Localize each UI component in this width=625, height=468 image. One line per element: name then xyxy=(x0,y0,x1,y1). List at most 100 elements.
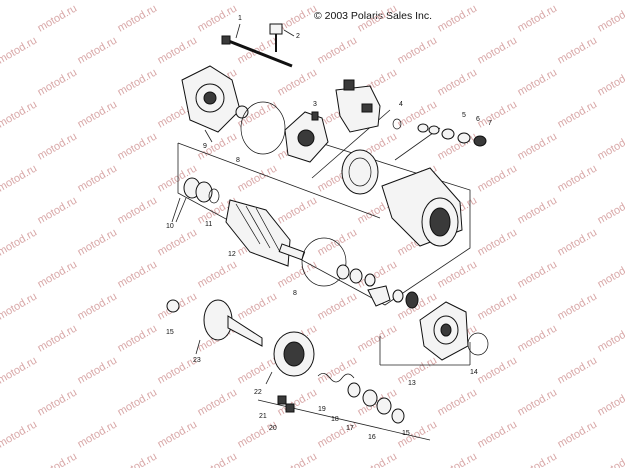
watermark-text: motod.ru xyxy=(116,450,160,468)
watermark-text: motod.ru xyxy=(476,98,520,130)
drive-end-housing xyxy=(419,301,469,361)
watermark-text: motod.ru xyxy=(436,450,480,468)
watermark-text: motod.ru xyxy=(76,290,120,322)
watermark-text: motod.ru xyxy=(36,194,80,226)
watermark-text: motod.ru xyxy=(476,162,520,194)
watermark-text: motod.ru xyxy=(596,130,625,162)
callout-16: 16 xyxy=(368,434,376,441)
watermark-text: motod.ru xyxy=(196,258,240,290)
o-ring-upper xyxy=(240,101,286,155)
watermark-text: motod.ru xyxy=(0,354,39,386)
watermark-text: motod.ru xyxy=(36,386,80,418)
watermark-text: motod.ru xyxy=(76,354,120,386)
watermark-text: motod.ru xyxy=(0,290,39,322)
callout-1: 1 xyxy=(238,15,242,22)
watermark-text: motod.ru xyxy=(556,290,600,322)
watermark-text: motod.ru xyxy=(556,34,600,66)
watermark-text: motod.ru xyxy=(0,418,39,450)
watermark-text: motod.ru xyxy=(196,450,240,468)
brush-holder xyxy=(335,79,381,133)
callout-9: 9 xyxy=(203,143,207,150)
watermark-text: motod.ru xyxy=(316,34,360,66)
washer-row xyxy=(336,264,419,309)
watermark-text: motod.ru xyxy=(316,418,360,450)
callout-8-upper: 8 xyxy=(236,157,240,164)
watermark-text: motod.ru xyxy=(116,194,160,226)
watermark-text: motod.ru xyxy=(436,386,480,418)
armature xyxy=(225,199,306,267)
callout-11: 11 xyxy=(205,221,212,228)
watermark-text: motod.ru xyxy=(276,194,320,226)
watermark-text: motod.ru xyxy=(596,2,625,34)
watermark-text: motod.ru xyxy=(236,290,280,322)
watermark-text: motod.ru xyxy=(556,226,600,258)
motor-housing xyxy=(381,167,463,247)
housing-o-ring xyxy=(467,332,489,356)
watermark-text: motod.ru xyxy=(316,290,360,322)
small-seal xyxy=(392,118,402,130)
watermark-text: motod.ru xyxy=(436,258,480,290)
small-fasteners xyxy=(277,395,295,413)
watermark-text: motod.ru xyxy=(76,226,120,258)
callout-5: 5 xyxy=(462,112,466,119)
watermark-text: motod.ru xyxy=(596,258,625,290)
callout-10: 10 xyxy=(166,223,174,230)
watermark-text: motod.ru xyxy=(556,0,600,3)
watermark-text: motod.ru xyxy=(196,2,240,34)
watermark-text: motod.ru xyxy=(36,130,80,162)
callout-12: 12 xyxy=(228,251,236,258)
watermark-text: motod.ru xyxy=(156,0,200,3)
watermark-text: motod.ru xyxy=(316,0,360,3)
watermark-text: motod.ru xyxy=(236,34,280,66)
watermark-text: motod.ru xyxy=(0,162,39,194)
watermark-text: motod.ru xyxy=(76,98,120,130)
watermark-text: motod.ru xyxy=(116,322,160,354)
watermark-text: motod.ru xyxy=(516,66,560,98)
callout-3: 3 xyxy=(313,101,317,108)
watermark-text: motod.ru xyxy=(36,450,80,468)
watermark-text: motod.ru xyxy=(476,354,520,386)
watermark-text: motod.ru xyxy=(476,418,520,450)
watermark-text: motod.ru xyxy=(76,418,120,450)
watermark-text: motod.ru xyxy=(36,322,80,354)
watermark-text: motod.ru xyxy=(36,2,80,34)
callout-2: 2 xyxy=(296,33,300,40)
watermark-text: motod.ru xyxy=(156,226,200,258)
callout-19: 19 xyxy=(318,406,326,413)
watermark-text: motod.ru xyxy=(196,386,240,418)
watermark-text: motod.ru xyxy=(476,290,520,322)
callout-15-upper: 15 xyxy=(166,329,174,336)
watermark-text: motod.ru xyxy=(596,194,625,226)
watermark-text: motod.ru xyxy=(76,0,120,3)
watermark-text: motod.ru xyxy=(76,162,120,194)
watermark-text: motod.ru xyxy=(236,0,280,3)
callout-21: 21 xyxy=(259,413,267,420)
watermark-text: motod.ru xyxy=(556,418,600,450)
watermark-text: motod.ru xyxy=(596,322,625,354)
callout-7: 7 xyxy=(488,120,492,127)
clutch-gear xyxy=(265,331,315,385)
watermark-text: motod.ru xyxy=(396,34,440,66)
watermark-text: motod.ru xyxy=(156,34,200,66)
watermark-text: motod.ru xyxy=(596,66,625,98)
watermark-text: motod.ru xyxy=(236,418,280,450)
watermark-text: motod.ru xyxy=(516,386,560,418)
end-cover xyxy=(181,65,249,143)
watermark-text: motod.ru xyxy=(0,226,39,258)
watermark-text: motod.ru xyxy=(476,34,520,66)
watermark-text: motod.ru xyxy=(236,162,280,194)
callout-4: 4 xyxy=(399,101,403,108)
callout-23: 23 xyxy=(193,357,201,364)
watermark-text: motod.ru xyxy=(236,354,280,386)
watermark-text: motod.ru xyxy=(116,66,160,98)
watermark-text: motod.ru xyxy=(36,66,80,98)
watermark-text: motod.ru xyxy=(116,2,160,34)
watermark-text: motod.ru xyxy=(436,66,480,98)
through-bolt xyxy=(221,23,293,68)
watermark-text: motod.ru xyxy=(116,130,160,162)
watermark-text: motod.ru xyxy=(396,0,440,3)
retainer-set xyxy=(347,382,405,424)
watermark-text: motod.ru xyxy=(0,0,39,3)
screw xyxy=(269,23,295,52)
